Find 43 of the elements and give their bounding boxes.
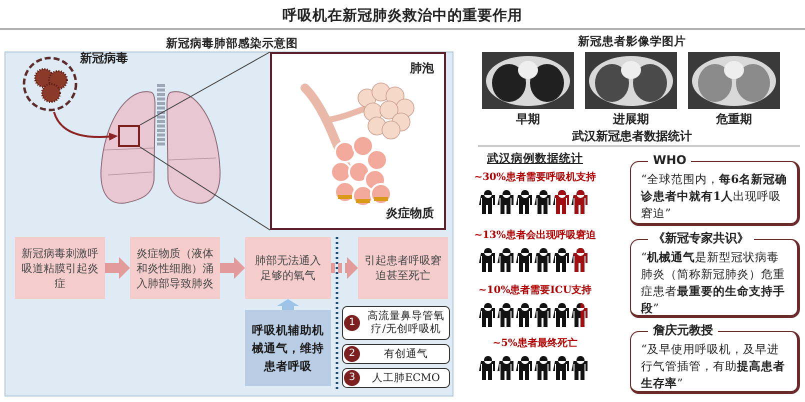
arrow — [331, 257, 358, 279]
callout-number: 1 — [344, 315, 360, 331]
section-heading: 武汉新冠患者数据统计 — [571, 128, 693, 145]
part-label: 炎症物质 — [386, 205, 434, 222]
quote-heading: 詹庆元教授 — [648, 322, 718, 338]
callout-number: 2 — [344, 346, 360, 362]
quote-heading: 《新冠专家共识》 — [648, 230, 754, 246]
option-text: 有创通气 — [383, 348, 429, 360]
option-box — [342, 306, 450, 340]
image-caption: 早期 — [515, 111, 541, 128]
virus-label: 新冠病毒 — [80, 50, 128, 67]
arrow — [105, 257, 130, 279]
zoom-line — [140, 52, 270, 126]
zoom-frame — [118, 125, 140, 147]
option-text: 人工肺ECMO — [370, 372, 442, 384]
part-label: 肺泡 — [410, 60, 434, 77]
process-box: 炎症物质（液体和炎性细胞）涌入肺部导致肺炎 — [130, 237, 220, 299]
option-box — [342, 368, 450, 388]
statistic-label: ~13%患者会出现呼吸窘迫 — [473, 228, 597, 242]
section-heading: 新冠患者影像学图片 — [577, 34, 687, 49]
chart-heading: 武汉病例数据统计 — [486, 151, 584, 166]
quote-text: “全球范围内，每6名新冠确诊患者中就有1人出现呼吸窘迫” — [641, 171, 788, 222]
process-box: 引起患者呼吸窘迫甚至死亡 — [358, 237, 448, 299]
statistic-label: ~30%患者需要呼吸机支持 — [473, 170, 597, 184]
statistic-label: ~10%患者需要ICU支持 — [477, 284, 593, 297]
zoom-panel — [270, 52, 446, 230]
title: 呼吸机在新冠肺炎救治中的重要作用 — [282, 6, 524, 25]
process-box: 新冠病毒刺激呼吸道粘膜引起炎症 — [15, 237, 105, 299]
option-text: 高流量鼻导管氧疗/无创呼吸机 — [366, 310, 446, 336]
support-box: 呼吸机辅助机械通气，维持患者呼吸 — [245, 310, 331, 386]
image-caption: 进展期 — [612, 111, 650, 128]
zoom-line — [140, 146, 270, 230]
arrow — [277, 299, 299, 310]
quote-text: “及早使用呼吸机，及早进行气管插管，有助提高患者生存率” — [641, 341, 786, 392]
statistic-label: ~5%患者最终死亡 — [492, 336, 578, 350]
process-box: 肺部无法通入足够的氧气 — [245, 237, 331, 299]
section-heading: 新冠病毒肺部感染示意图 — [165, 36, 299, 51]
quote-text: “机械通气是新型冠状病毒肺炎（简称新冠肺炎）危重症患者最重要的生命支持手段” — [641, 249, 786, 317]
arrow — [53, 112, 118, 141]
arrow — [220, 257, 245, 279]
option-box — [342, 344, 450, 364]
callout-number: 3 — [344, 370, 360, 386]
image-caption: 危重期 — [714, 111, 753, 128]
